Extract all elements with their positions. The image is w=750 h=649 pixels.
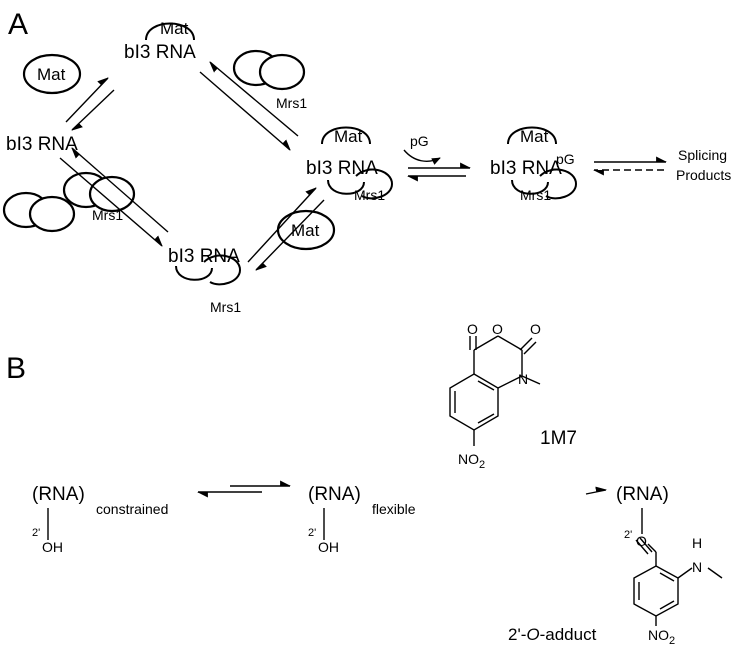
oxygen-label: O: [467, 321, 478, 337]
oxygen-label: O: [636, 533, 647, 549]
pg-label: pG: [410, 133, 429, 149]
free-mat: Mat: [22, 53, 82, 95]
bi3-rna-label: bI3 RNA: [306, 158, 378, 179]
mrs1-label: Mrs1: [210, 299, 241, 315]
pg-binding-arrow: [403, 149, 441, 165]
free-mrs1-left: Mrs1: [2, 171, 136, 233]
reagent-label: 1M7: [540, 428, 577, 449]
rna-label: (RNA): [308, 484, 361, 505]
flexible-label: flexible: [372, 501, 416, 517]
reaction-arrow: [585, 486, 608, 495]
oh-label: OH: [42, 539, 63, 555]
rna-label: (RNA): [616, 484, 669, 505]
rna-flexible: (RNA) flexible 2' OH: [308, 484, 416, 555]
ternary-complex: Mat bI3 RNA Mrs1: [306, 126, 393, 203]
panel-label-a: A: [8, 8, 28, 41]
nitro-label: NO2: [648, 627, 675, 647]
two-prime-label: 2': [308, 527, 316, 539]
adduct-label: 2'-O-adduct: [508, 625, 597, 644]
1m7-structure: O O O N NO2: [449, 321, 541, 471]
equilibrium-arrows: [59, 61, 668, 271]
equilibrium-arrows-b: [196, 480, 292, 498]
mrs1-label: Mrs1: [354, 187, 385, 203]
oxygen-label: O: [492, 321, 503, 337]
bi3-rna-label: bI3 RNA: [168, 246, 240, 267]
two-prime-label: 2': [32, 527, 40, 539]
oh-label: OH: [318, 539, 339, 555]
rna-mrs1-complex: bI3 RNA Mrs1: [168, 246, 241, 315]
bi3-rna-label: bI3 RNA: [490, 158, 562, 179]
free-mrs1-top: Mrs1: [232, 49, 307, 111]
oxygen-label: O: [530, 321, 541, 337]
hydrogen-label: H: [692, 535, 702, 551]
mat-label: Mat: [520, 127, 549, 146]
splicing-label: Splicing: [678, 147, 727, 163]
bi3-rna-label: bI3 RNA: [124, 42, 196, 63]
mat-label: Mat: [37, 65, 66, 84]
constrained-label: constrained: [96, 501, 168, 517]
free-mat: Mat: [276, 209, 336, 251]
mat-label: Mat: [334, 127, 363, 146]
nitrogen-label: N: [518, 371, 528, 387]
pg-bound-complex: Mat bI3 RNA pG Mrs1: [490, 126, 577, 203]
two-prime-label: 2': [624, 529, 632, 541]
pg-label: pG: [556, 151, 575, 167]
rna-label: (RNA): [32, 484, 85, 505]
rna-mat-complex-top: Mat bI3 RNA: [124, 19, 196, 63]
panel-label-b: B: [6, 352, 26, 385]
rna-constrained: (RNA) constrained 2' OH: [32, 484, 168, 555]
mrs1-label: Mrs1: [276, 95, 307, 111]
mrs1-label: Mrs1: [520, 187, 551, 203]
nitro-label: NO2: [458, 451, 485, 471]
products-label: Products: [676, 167, 731, 183]
nitrogen-label: N: [692, 559, 702, 575]
bi3-rna-label: bI3 RNA: [6, 134, 78, 155]
mat-label: Mat: [160, 19, 189, 38]
mrs1-label: Mrs1: [92, 207, 123, 223]
rna-adduct: (RNA) 2' O N H NO2: [616, 484, 723, 647]
